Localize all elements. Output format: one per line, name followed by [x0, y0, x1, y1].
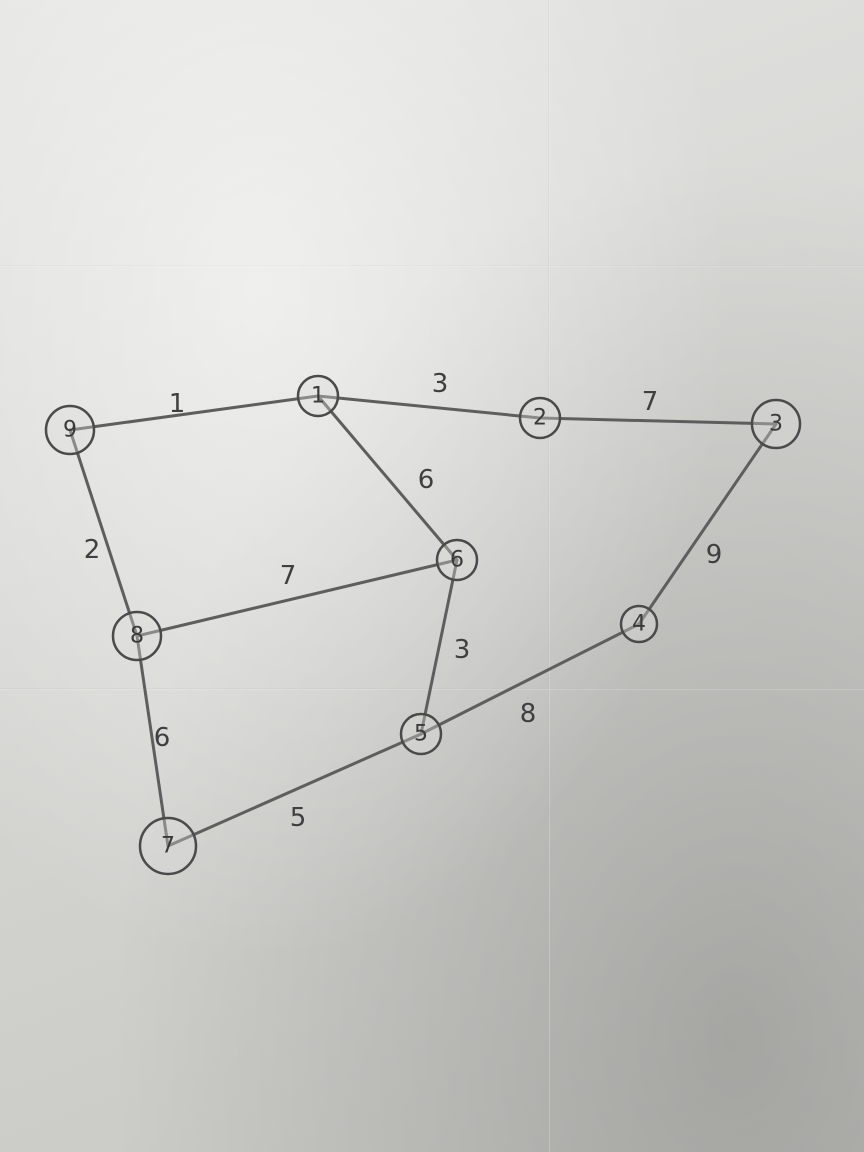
node-8: 8: [111, 610, 163, 662]
edge-weight-label: 1: [169, 389, 186, 419]
edge-8-6: 7: [135, 558, 459, 638]
node-9: 9: [44, 404, 96, 456]
node-circle: [619, 604, 659, 644]
edge-line: [316, 394, 542, 420]
edge-2-3: 7: [538, 387, 778, 426]
edge-line: [637, 422, 778, 626]
edge-3-4: 9: [637, 422, 778, 626]
edge-weight-label: 6: [154, 723, 171, 753]
edge-line: [419, 558, 459, 736]
edge-weight-label: 3: [454, 635, 471, 665]
edge-weight-label: 6: [418, 465, 435, 495]
edge-7-5: 5: [166, 732, 423, 848]
node-1: 1: [296, 374, 340, 418]
node-circle: [750, 398, 802, 450]
node-circle: [296, 374, 340, 418]
edge-5-4: 8: [419, 622, 641, 736]
node-circle: [399, 712, 443, 756]
node-circle: [111, 610, 163, 662]
edge-8-7: 6: [135, 634, 171, 848]
edge-weight-label: 7: [642, 387, 659, 417]
node-label: 9: [63, 418, 77, 443]
edge-line: [135, 558, 459, 638]
node-circle: [138, 816, 198, 876]
node-label: 6: [450, 548, 464, 573]
paper-fold-vertical: [548, 0, 550, 1152]
node-4: 4: [619, 604, 659, 644]
node-5: 5: [399, 712, 443, 756]
node-circle: [518, 396, 562, 440]
node-label: 7: [161, 834, 175, 859]
node-3: 3: [750, 398, 802, 450]
node-label: 1: [311, 384, 325, 409]
nodes-layer: 9 1 2 3 6 4 8 5 7: [44, 374, 802, 876]
node-7: 7: [138, 816, 198, 876]
node-label: 8: [130, 624, 144, 649]
edge-weight-label: 2: [84, 535, 101, 565]
paper-fold-horizontal-upper: [0, 265, 864, 267]
edge-line: [316, 394, 459, 562]
edge-9-8: 2: [68, 428, 139, 638]
node-label: 3: [769, 412, 783, 437]
edge-line: [419, 622, 641, 736]
edge-line: [68, 428, 139, 638]
node-circle: [435, 538, 479, 582]
node-label: 2: [533, 406, 547, 431]
edge-weight-label: 8: [520, 699, 537, 729]
node-2: 2: [518, 396, 562, 440]
edge-weight-label: 5: [290, 803, 307, 833]
edge-line: [538, 416, 778, 426]
edge-line: [166, 732, 423, 848]
edge-weight-label: 7: [280, 561, 297, 591]
edge-line: [135, 634, 170, 848]
edge-6-5: 3: [419, 558, 471, 736]
edge-line: [68, 394, 320, 432]
edge-1-6: 6: [316, 394, 459, 562]
edge-9-1: 1: [68, 389, 320, 432]
node-label: 4: [632, 612, 646, 637]
node-label: 5: [414, 722, 428, 747]
edge-weight-label: 3: [432, 369, 449, 399]
edge-1-2: 3: [316, 369, 542, 420]
edge-weight-label: 9: [706, 540, 723, 570]
edges-layer: 1 3 7 6 2 7 9 3 6 8 5: [68, 369, 778, 848]
paper-fold-horizontal: [0, 688, 864, 690]
node-6: 6: [435, 538, 479, 582]
node-circle: [44, 404, 96, 456]
